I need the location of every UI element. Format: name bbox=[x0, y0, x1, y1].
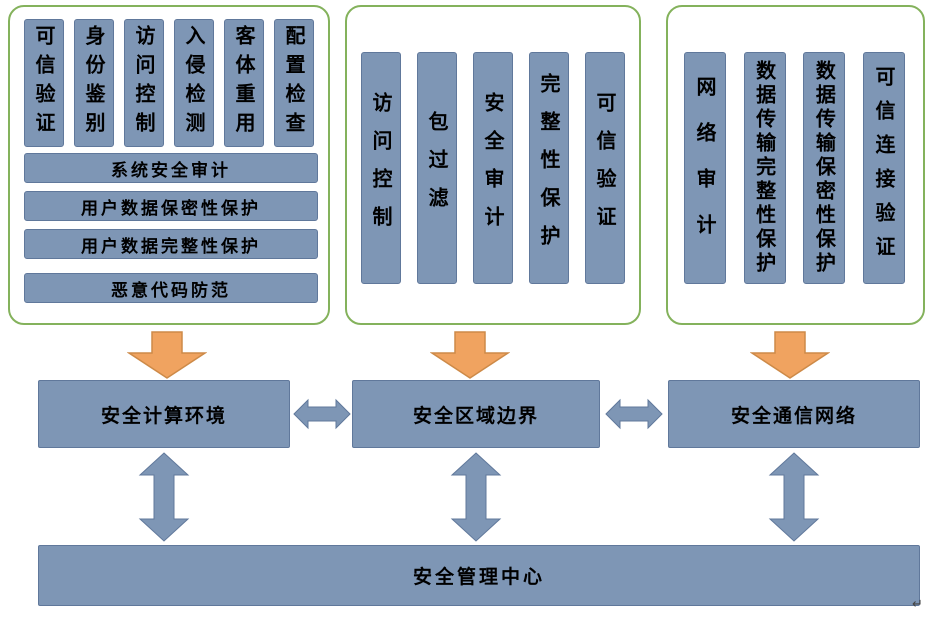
double-arrow-vertical-icon bbox=[450, 452, 502, 542]
measure-box: 可信验证 bbox=[585, 52, 625, 284]
measure-label: 完整性保护 bbox=[537, 73, 561, 263]
double-arrow-horizontal-icon bbox=[293, 398, 351, 430]
measure-box: 数据传输保密性保护 bbox=[803, 52, 846, 284]
measure-bar: 用户数据完整性保护 bbox=[24, 229, 318, 259]
group-communication-network-measures: 网络审计 数据传输完整性保护 数据传输保密性保护 可信连接验证 bbox=[666, 5, 925, 325]
vertical-measure-row: 可信验证 身份鉴别 访问控制 入侵检测 客体重用 配置检查 bbox=[24, 19, 314, 147]
down-arrow-icon bbox=[430, 331, 510, 379]
down-arrow-icon bbox=[127, 331, 207, 379]
measure-label: 身份鉴别 bbox=[82, 25, 106, 141]
measure-box: 安全审计 bbox=[473, 52, 513, 284]
group-area-boundary-measures: 访问控制 包过滤 安全审计 完整性保护 可信验证 bbox=[345, 5, 641, 325]
measure-box: 访问控制 bbox=[361, 52, 401, 284]
measure-label: 可信验证 bbox=[593, 92, 617, 244]
measure-label: 入侵检测 bbox=[182, 25, 206, 141]
measure-box: 可信验证 bbox=[24, 19, 64, 147]
measure-box: 身份鉴别 bbox=[74, 19, 114, 147]
measure-box: 可信连接验证 bbox=[862, 52, 905, 284]
double-arrow-horizontal-icon bbox=[605, 398, 663, 430]
measure-bar: 恶意代码防范 bbox=[24, 273, 318, 303]
measure-box: 数据传输完整性保护 bbox=[743, 52, 786, 284]
group-computing-environment-measures: 可信验证 身份鉴别 访问控制 入侵检测 客体重用 配置检查 系统安全审计 用户数… bbox=[8, 5, 330, 325]
layer-communication-network: 安全通信网络 bbox=[668, 380, 920, 448]
measure-box: 完整性保护 bbox=[529, 52, 569, 284]
measure-box: 网络审计 bbox=[684, 52, 726, 284]
measure-box: 访问控制 bbox=[124, 19, 164, 147]
vertical-measure-row: 网络审计 数据传输完整性保护 数据传输保密性保护 可信连接验证 bbox=[684, 52, 905, 284]
measure-label: 安全审计 bbox=[481, 92, 505, 244]
layer-area-boundary: 安全区域边界 bbox=[352, 380, 600, 448]
measure-label: 客体重用 bbox=[232, 25, 256, 141]
measure-bar: 系统安全审计 bbox=[24, 153, 318, 183]
down-arrow-icon bbox=[750, 331, 830, 379]
measure-box: 入侵检测 bbox=[174, 19, 214, 147]
measure-label: 配置检查 bbox=[282, 25, 306, 141]
measure-box: 配置检查 bbox=[274, 19, 314, 147]
measure-label: 数据传输完整性保护 bbox=[752, 60, 777, 276]
measure-label: 可信验证 bbox=[32, 25, 56, 141]
layer-security-management-center: 安全管理中心 bbox=[38, 545, 920, 606]
return-mark-icon: ↵ bbox=[912, 597, 923, 612]
measure-label: 包过滤 bbox=[425, 111, 449, 225]
double-arrow-vertical-icon bbox=[138, 452, 190, 542]
measure-box: 包过滤 bbox=[417, 52, 457, 284]
measure-label: 访问控制 bbox=[132, 25, 156, 141]
measure-label: 可信连接验证 bbox=[871, 66, 896, 270]
measure-label: 数据传输保密性保护 bbox=[812, 60, 837, 276]
measure-label: 网络审计 bbox=[693, 76, 717, 260]
measure-box: 客体重用 bbox=[224, 19, 264, 147]
double-arrow-vertical-icon bbox=[768, 452, 820, 542]
measure-bar: 用户数据保密性保护 bbox=[24, 191, 318, 221]
vertical-measure-row: 访问控制 包过滤 安全审计 完整性保护 可信验证 bbox=[361, 52, 625, 284]
measure-label: 访问控制 bbox=[369, 92, 393, 244]
layer-computing-environment: 安全计算环境 bbox=[38, 380, 290, 448]
